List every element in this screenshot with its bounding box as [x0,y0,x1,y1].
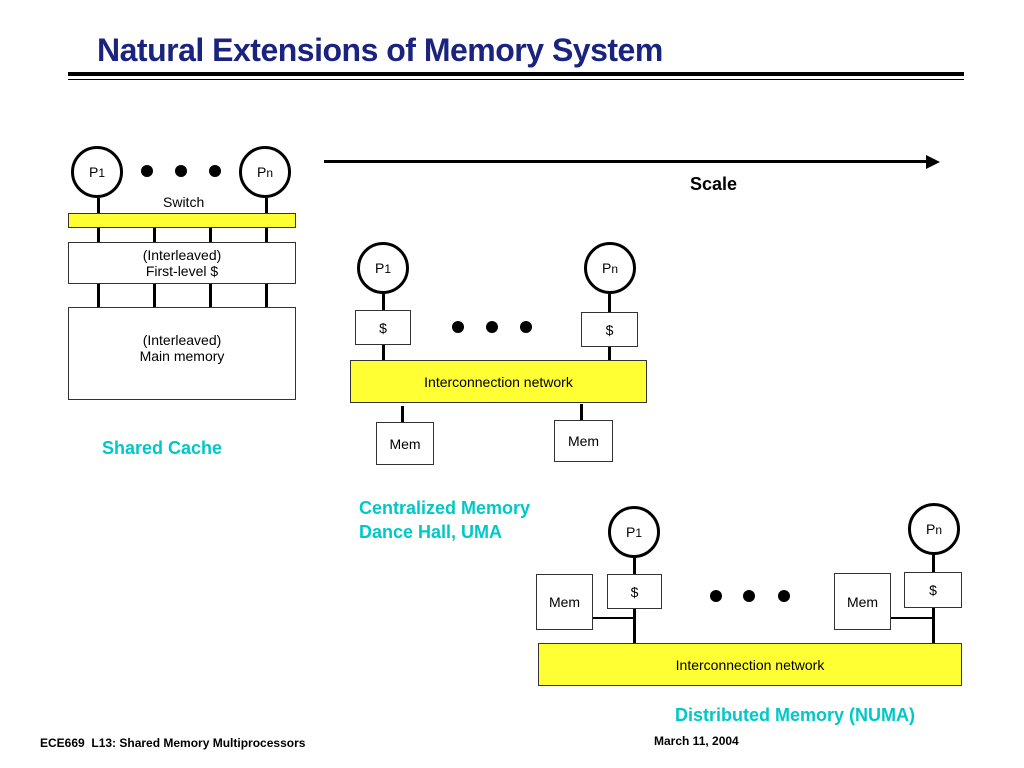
cm-cache-left: $ [355,310,411,345]
cm-pn-sub: n [611,262,619,276]
dm-mem-link-right [891,617,933,619]
cm-connector [608,347,611,360]
ellipsis-dot [710,590,722,602]
sc-connector [97,228,100,242]
sc-p1-sub: 1 [98,166,106,180]
dm-mem-right: Mem [834,573,891,630]
ellipsis-dot [778,590,790,602]
dm-connector [633,609,636,643]
cache-line1: (Interleaved) [142,247,222,263]
caption-distributed: Distributed Memory (NUMA) [675,705,916,725]
mem-line1: (Interleaved) [142,332,222,348]
dm-connector [633,558,636,574]
footer-course: ECE669 L13: Shared Memory Multiprocessor… [40,736,306,750]
switch-bar [68,213,296,228]
sc-connector [97,198,100,214]
mem-line2: Main memory [139,348,225,364]
dm-interconnection-network: Interconnection network [538,643,962,686]
cm-p1-sub: 1 [384,262,392,276]
cm-connector [608,294,611,312]
cm-p1-letter: P [374,260,385,276]
ellipsis-dot [175,165,187,177]
cm-mem-right: Mem [554,420,613,462]
ellipsis-dot [743,590,755,602]
sc-p1-letter: P [88,164,99,180]
caption-centralized-line2: Dance Hall, UMA [359,522,503,542]
dm-mem-left: Mem [536,574,593,630]
cm-pn-letter: P [601,260,612,276]
switch-label: Switch [163,194,205,210]
sc-connector [265,284,268,308]
cm-connector [580,404,583,420]
dm-p1-sub: 1 [635,526,643,540]
main-memory-box: (Interleaved) Main memory [68,307,296,400]
sc-pn-sub: n [266,166,274,180]
sc-pn-letter: P [256,164,267,180]
slide-title: Natural Extensions of Memory System [97,32,663,68]
ellipsis-dot [452,321,464,333]
dm-connector [932,608,935,643]
cm-connector [382,345,385,360]
sc-connector [265,228,268,242]
dm-mem-link-left [593,617,634,619]
dm-cache-left: $ [607,574,662,609]
dm-p1-letter: P [625,524,636,540]
scale-label: Scale [690,174,738,194]
dm-pn-letter: P [925,521,936,537]
cache-line2: First-level $ [145,263,219,279]
caption-shared-cache: Shared Cache [102,438,223,458]
first-level-cache-box: (Interleaved) First-level $ [68,242,296,284]
ellipsis-dot [141,165,153,177]
scale-arrow-head [926,155,940,169]
cm-connector [382,294,385,310]
caption-centralized-line1: Centralized Memory [359,498,531,518]
cm-mem-left: Mem [376,422,434,465]
scale-arrow-line [324,160,928,163]
cm-interconnection-network: Interconnection network [350,360,647,403]
dm-pn-sub: n [935,523,943,537]
cm-connector [401,406,404,422]
sc-connector [97,284,100,308]
footer-date: March 11, 2004 [654,734,739,748]
sc-connector [153,284,156,308]
sc-connector [265,198,268,214]
cm-cache-right: $ [581,312,638,347]
dm-cache-right: $ [904,572,962,608]
dm-connector [932,555,935,572]
ellipsis-dot [520,321,532,333]
sc-connector [153,228,156,242]
ellipsis-dot [486,321,498,333]
title-rule-thin [68,79,964,80]
sc-connector [209,228,212,242]
title-rule-thick [68,72,964,76]
ellipsis-dot [209,165,221,177]
sc-connector [209,284,212,308]
